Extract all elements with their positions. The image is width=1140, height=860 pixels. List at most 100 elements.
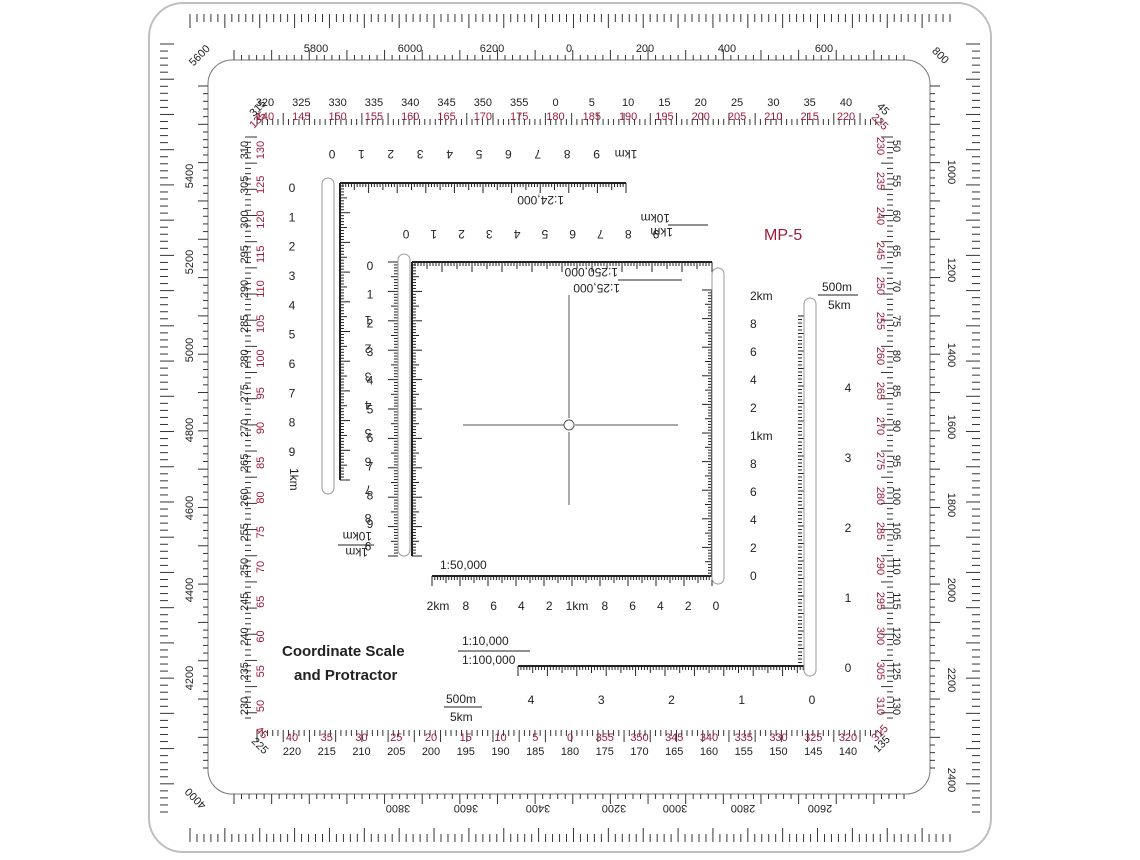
degree-label-right-back: 295 bbox=[874, 592, 886, 610]
degree-label-top-back: 145 bbox=[292, 111, 310, 123]
degree-label-bottom: 355 bbox=[596, 732, 614, 744]
degree-label-top-back: 190 bbox=[619, 111, 637, 123]
degree-label-bottom-back: 220 bbox=[283, 746, 301, 758]
degree-label-top-back: 165 bbox=[437, 111, 455, 123]
mils-label-right: 2000 bbox=[945, 578, 957, 602]
degree-label-top-back: 155 bbox=[365, 111, 383, 123]
scale-24k-left-label: 6 bbox=[289, 357, 296, 371]
scale-10k-bottom-label: 4 bbox=[528, 693, 535, 707]
mils-inner-frame bbox=[207, 59, 931, 795]
degree-label-left: 265 bbox=[239, 454, 251, 472]
mils-tick-ring bbox=[160, 14, 980, 842]
degree-label-top: 40 bbox=[840, 97, 852, 109]
scale-24k-left-label: 2 bbox=[289, 240, 296, 254]
scale-24k-slot bbox=[321, 177, 335, 495]
scale-25k-left-outer-label: 3 bbox=[367, 345, 374, 359]
degree-label-top: 35 bbox=[804, 97, 816, 109]
mils-label-left: 4800 bbox=[184, 418, 196, 442]
degree-label-bottom-back: 175 bbox=[596, 746, 614, 758]
scale-25k-left-outer-label: 7 bbox=[367, 460, 374, 474]
scale-50k-bottom-label: 4 bbox=[657, 599, 664, 613]
degree-label-right-back: 310 bbox=[874, 697, 886, 715]
mils-label-right: 2200 bbox=[945, 668, 957, 692]
degree-label-left-back: 130 bbox=[255, 141, 267, 159]
scale-50k-right-label: 1km bbox=[750, 429, 773, 443]
scale-50k-right-label: 2 bbox=[750, 401, 757, 415]
scale-10k-bottom-label: 3 bbox=[598, 693, 605, 707]
degree-label-left-back: 50 bbox=[255, 700, 267, 712]
scale-25k-top-label: 2 bbox=[458, 227, 465, 241]
scale-24k-top-label: 1 bbox=[358, 147, 365, 161]
scale-25k-left-inner-label: 7 bbox=[364, 483, 371, 497]
degree-label-bottom: 25 bbox=[390, 732, 402, 744]
degree-label-top-back: 205 bbox=[728, 111, 746, 123]
mils-label-right: 1800 bbox=[945, 493, 957, 517]
coordinate-scales bbox=[321, 177, 817, 677]
scale-50k-bottom-label: 0 bbox=[713, 599, 720, 613]
scale-25k-top-label: 8 bbox=[625, 227, 632, 241]
mils-label-bottom: 3600 bbox=[454, 802, 478, 814]
degree-label-right-back: 265 bbox=[874, 382, 886, 400]
scale-24k-top-label: 4 bbox=[446, 147, 453, 161]
degree-label-right: 105 bbox=[890, 522, 902, 540]
scale-24k-top-label: 0 bbox=[328, 147, 335, 161]
degree-label-left: 310 bbox=[239, 141, 251, 159]
scale-50k-bottom-label: 6 bbox=[629, 599, 636, 613]
degree-label-bottom-back: 195 bbox=[457, 746, 475, 758]
degree-label-left: 260 bbox=[239, 488, 251, 506]
degree-label-right: 130 bbox=[890, 697, 902, 715]
scale-50k-right-label: 2 bbox=[750, 541, 757, 555]
degree-label-bottom: 320 bbox=[839, 732, 857, 744]
degree-label-bottom-back: 165 bbox=[665, 746, 683, 758]
scale-24k-top-label: 6 bbox=[505, 147, 512, 161]
degree-label-top-back: 200 bbox=[692, 111, 710, 123]
degree-label-right-back: 255 bbox=[874, 312, 886, 330]
unit-5km-bottom: 5km bbox=[450, 710, 473, 724]
degree-label-right: 95 bbox=[890, 455, 902, 467]
center-crosshair bbox=[463, 295, 678, 505]
mils-label-bottom: 3400 bbox=[526, 802, 550, 814]
degree-label-top-back: 175 bbox=[510, 111, 528, 123]
scale-25k-slot bbox=[397, 253, 411, 557]
scale-24k-top-label: 7 bbox=[534, 147, 541, 161]
degree-label-left-back: 65 bbox=[255, 596, 267, 608]
scale-24k-top-label: 8 bbox=[564, 147, 571, 161]
degree-label-top: 5 bbox=[589, 97, 595, 109]
degree-label-top: 345 bbox=[437, 97, 455, 109]
degree-label-left-back: 105 bbox=[255, 315, 267, 333]
degree-label-bottom: 40 bbox=[286, 732, 298, 744]
degree-label-left: 305 bbox=[239, 176, 251, 194]
unit-500m-right: 500m bbox=[822, 280, 852, 294]
scale-25k-left-inner-label: 4 bbox=[364, 398, 371, 412]
scale-10k-slot bbox=[803, 297, 817, 677]
scale-25k-left-inner-label: 5 bbox=[364, 426, 371, 440]
degree-label-top-back: 185 bbox=[583, 111, 601, 123]
degree-label-left: 300 bbox=[239, 210, 251, 228]
scale-25k-top-label: 4 bbox=[513, 227, 520, 241]
degree-label-top-back: 195 bbox=[655, 111, 673, 123]
scale-24k-left-label: 5 bbox=[289, 328, 296, 342]
scale-50k-bottom-label: 8 bbox=[601, 599, 608, 613]
degree-label-bottom: 30 bbox=[355, 732, 367, 744]
scale-10k-right-label: 2 bbox=[845, 521, 852, 535]
scale-24k-top-label: 3 bbox=[417, 147, 424, 161]
scale-10k-right-label: 1 bbox=[845, 591, 852, 605]
degree-label-top: 350 bbox=[474, 97, 492, 109]
scale-50k-bottom-label: 2 bbox=[685, 599, 692, 613]
degree-label-top: 335 bbox=[365, 97, 383, 109]
scale-24k-left-label: 4 bbox=[289, 298, 296, 312]
ratio-24k: 1:24,000 bbox=[517, 193, 564, 207]
mils-label-top: 600 bbox=[815, 43, 833, 55]
scale-24k-top-label: 2 bbox=[387, 147, 394, 161]
scale-24k-left-label: 3 bbox=[289, 269, 296, 283]
scale-25k-left-inner-label: 3 bbox=[364, 370, 371, 384]
scale-25k-top-label: 1 bbox=[430, 227, 437, 241]
degree-label-bottom-back: 145 bbox=[804, 746, 822, 758]
unit-1km-25k: 1km bbox=[650, 225, 673, 239]
scale-50k-right-label: 4 bbox=[750, 513, 757, 527]
degree-label-left-back: 110 bbox=[255, 280, 267, 298]
degree-label-left: 280 bbox=[239, 349, 251, 367]
